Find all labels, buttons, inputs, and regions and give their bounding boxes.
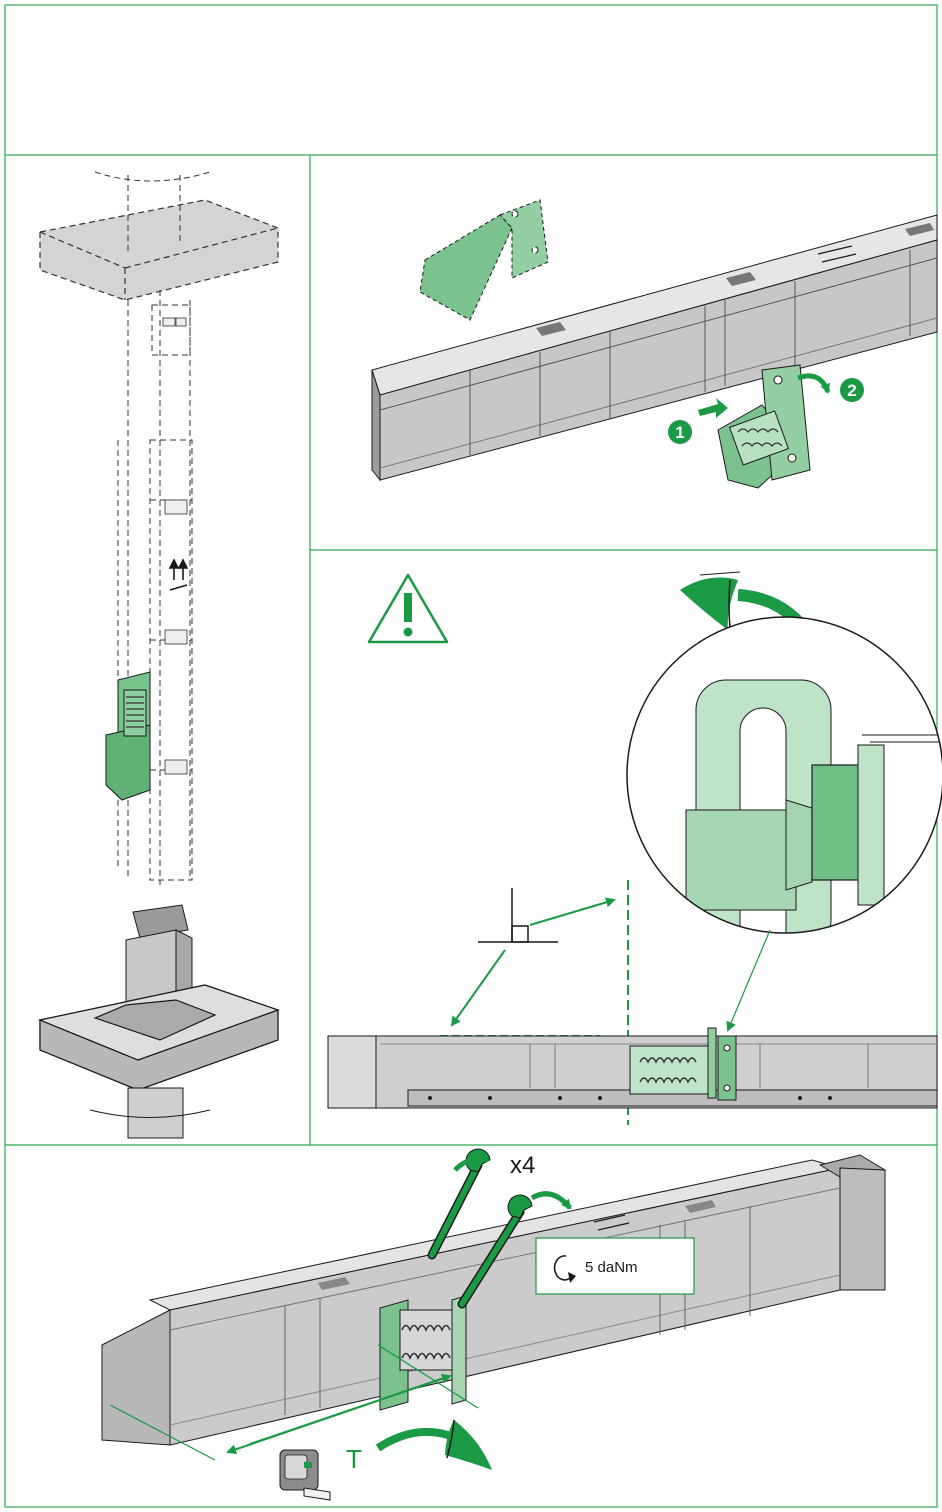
eye-icon [680, 571, 741, 630]
warning-icon [367, 573, 449, 644]
dimension-label: T [346, 1444, 362, 1474]
repeat-count: x4 [510, 1152, 535, 1179]
rotate-arrow [797, 373, 831, 394]
rotate-arrow-icon [553, 1255, 576, 1283]
spring-bracket [717, 364, 811, 489]
tape-measure-icon [279, 1449, 331, 1501]
side-view-spring-bracket [629, 1027, 737, 1101]
svg-text:2: 2 [847, 381, 856, 400]
bracket-mounting-step: 1 2 [371, 199, 938, 489]
upper-floor-slab [39, 199, 279, 301]
busway-element [101, 1154, 887, 1446]
zoom-detail-circle [626, 616, 942, 934]
floating-bracket-dashed [419, 199, 549, 321]
eye-icon [375, 1419, 492, 1470]
step-badge-1: 1 [668, 420, 692, 444]
insert-arrow [698, 398, 728, 418]
torque-spec-box: 5 daNm [535, 1237, 695, 1295]
torque-value: 5 daNm [585, 1259, 638, 1276]
svg-text:1: 1 [675, 423, 684, 442]
vertical-busway-riser [37, 171, 280, 1139]
tighten-spring-bracket [379, 1295, 467, 1411]
horizontal-busway-section [371, 214, 938, 482]
riser-green-bracket [105, 671, 151, 801]
dimension-arrow: T [109, 1344, 479, 1474]
inspection-step [327, 571, 942, 1125]
right-angle-icon [478, 888, 558, 943]
lower-floor-slab [37, 984, 280, 1091]
tightening-step: x4 19 5 daNm T [101, 1148, 887, 1501]
step-badge-2: 2 [840, 378, 864, 402]
